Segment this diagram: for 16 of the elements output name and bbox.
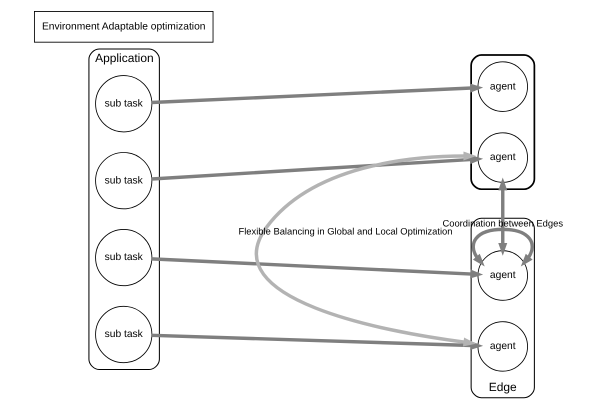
arrow [152, 334, 484, 350]
arrow [498, 177, 508, 256]
node-circle: sub task [95, 228, 152, 286]
node-circle: agent [478, 250, 528, 301]
arrow [472, 228, 534, 266]
node-circle: agent [478, 61, 528, 112]
node-circle: agent [478, 321, 528, 372]
node-box: Environment Adaptable optimization [34, 11, 214, 43]
arrow [152, 84, 484, 104]
node-circle: sub task [95, 152, 152, 210]
arrow [152, 257, 484, 279]
arrow [152, 155, 484, 181]
node-circle: agent [478, 132, 528, 183]
node-circle: sub task [95, 75, 152, 132]
arrow [255, 151, 476, 346]
node-circle: sub task [95, 306, 152, 364]
